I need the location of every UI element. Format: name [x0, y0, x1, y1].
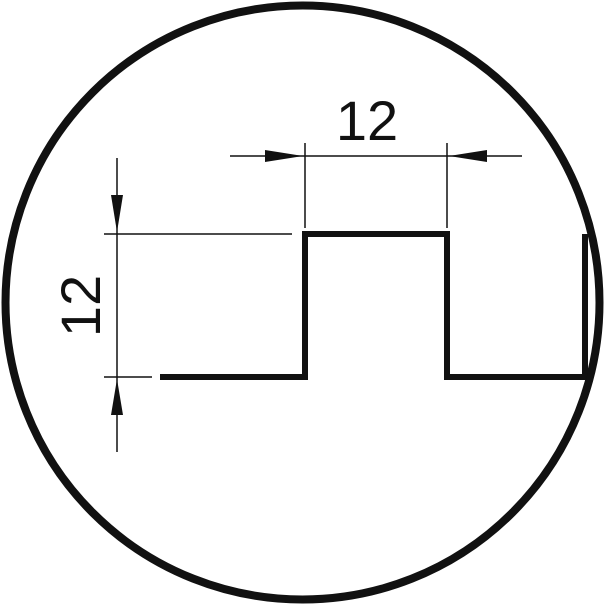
arrow-right-icon — [265, 150, 303, 162]
horizontal-dimension-label: 12 — [336, 89, 398, 152]
vertical-dimension-label: 12 — [49, 275, 112, 337]
arrow-left-icon — [449, 150, 487, 162]
horizontal-dimension — [230, 143, 522, 228]
vertical-dimension — [104, 158, 292, 452]
arrow-up-icon — [111, 379, 123, 415]
arrow-down-icon — [111, 195, 123, 232]
profile-line — [160, 231, 588, 380]
